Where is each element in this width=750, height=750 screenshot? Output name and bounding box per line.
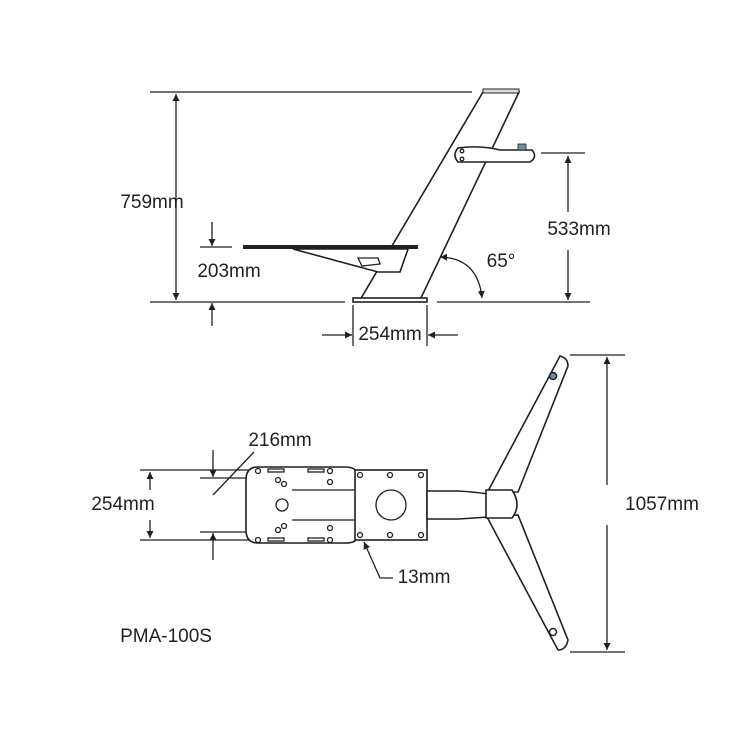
arm (426, 490, 489, 520)
label-plate-width: 254mm (91, 494, 155, 515)
hub (485, 489, 518, 519)
square-plate (354, 469, 428, 541)
label-platform-height: 203mm (197, 261, 261, 282)
bolt (459, 148, 465, 154)
center-hole (275, 498, 289, 512)
base-plate (352, 297, 428, 303)
leader-216 (212, 451, 255, 496)
label-angle: 65° (486, 251, 516, 272)
label-base-width: 254mm (358, 324, 422, 345)
plate-center-hole (375, 489, 407, 521)
label-hole-diameter: 13mm (397, 567, 451, 588)
angle-arc-65 (439, 253, 485, 299)
top-view (140, 354, 625, 653)
upper-leg (485, 355, 569, 494)
side-view (150, 88, 590, 346)
label-transducer-height: 533mm (547, 219, 611, 240)
label-hole-spacing: 216mm (248, 430, 312, 451)
transducer-connector (517, 143, 527, 151)
lower-leg (485, 514, 569, 651)
transducer (454, 146, 536, 163)
bracket-slot (356, 257, 381, 267)
plate-holes (356, 471, 425, 539)
model-label: PMA-100S (120, 626, 212, 647)
platform-plate (243, 245, 418, 249)
platform-bracket (292, 248, 410, 273)
bolt (459, 156, 465, 162)
mounting-plate (245, 466, 358, 544)
leg-hole (548, 627, 558, 637)
post-cap (482, 88, 520, 94)
leg-hole (548, 371, 558, 381)
leader-13 (363, 541, 393, 579)
mounting-holes (254, 467, 334, 544)
label-overall-height: 759mm (120, 192, 184, 213)
label-span: 1057mm (625, 494, 699, 515)
